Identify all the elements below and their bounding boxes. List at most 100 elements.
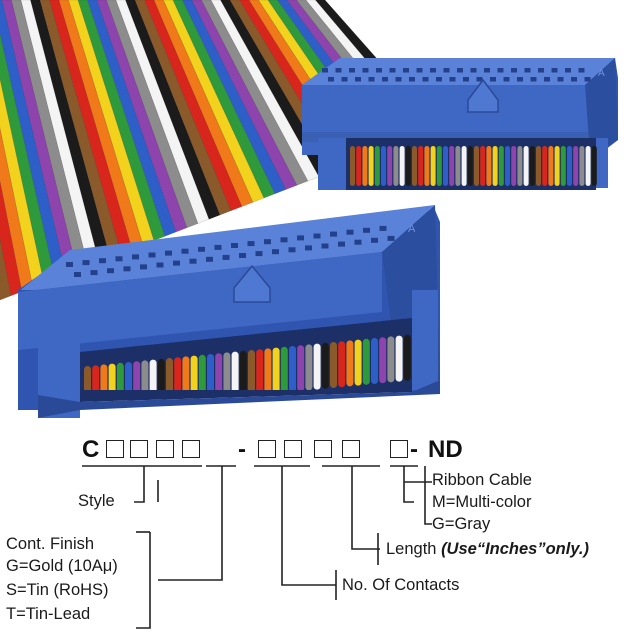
wire-end xyxy=(374,146,380,186)
contact-hole xyxy=(430,68,436,73)
label-finish-tin: S=Tin (RoHS) xyxy=(6,581,109,599)
contact-hole xyxy=(395,77,402,82)
contact-hole xyxy=(422,77,429,82)
label-ribbon-cable: Ribbon Cable xyxy=(432,471,532,489)
wire-end xyxy=(248,350,255,390)
contact-hole xyxy=(165,250,172,256)
wire-end xyxy=(108,363,116,390)
contact-hole xyxy=(362,68,369,73)
wire-end xyxy=(264,348,272,390)
contact-hole xyxy=(297,235,304,241)
contact-hole xyxy=(140,264,147,270)
part-number-prefix: C xyxy=(82,436,100,463)
wire-end xyxy=(567,146,572,186)
wire-end xyxy=(354,339,362,386)
label-gray: G=Gray xyxy=(432,515,491,533)
wire-end xyxy=(256,349,264,390)
contact-hole xyxy=(156,262,164,268)
wire-end xyxy=(387,336,395,383)
wire-end xyxy=(321,342,329,389)
label-contacts: No. Of Contacts xyxy=(342,576,460,594)
wire-end xyxy=(523,146,529,186)
contact-hole xyxy=(341,77,348,82)
contact-hole xyxy=(272,249,279,255)
wire-end xyxy=(573,146,579,186)
label-style: Style xyxy=(78,492,115,510)
contact-hole xyxy=(206,256,213,262)
wire-end xyxy=(511,146,517,186)
wire-end xyxy=(424,146,430,186)
contact-hole xyxy=(148,252,156,258)
wire-end xyxy=(474,146,479,186)
wire-end xyxy=(289,346,296,390)
wire-end xyxy=(362,338,370,385)
contact-hole xyxy=(280,237,288,243)
wire-end xyxy=(399,146,405,186)
wire-end xyxy=(190,355,198,390)
label-finish-gold: G=Gold (10Aμ) xyxy=(6,557,118,575)
wire-end xyxy=(141,360,149,390)
contact-hole xyxy=(376,68,382,73)
contact-hole xyxy=(338,241,345,247)
wire-end xyxy=(542,146,548,186)
code-slot-cable xyxy=(390,440,408,458)
contact-hole xyxy=(389,68,396,73)
wire-end xyxy=(480,146,486,186)
contact-hole xyxy=(476,77,483,82)
wire-end xyxy=(182,356,190,390)
wire-end xyxy=(371,338,378,384)
contact-hole xyxy=(247,241,255,247)
wire-end xyxy=(125,362,132,390)
label-finish-title: Cont. Finish xyxy=(6,535,95,553)
wire-end xyxy=(449,146,455,186)
contact-hole xyxy=(107,268,114,274)
contact-hole xyxy=(449,77,456,82)
wire-end xyxy=(412,146,417,186)
wire-end xyxy=(455,146,461,186)
wire-end xyxy=(297,345,305,390)
code-slot-contacts-2 xyxy=(258,440,276,458)
contact-hole xyxy=(538,68,544,73)
wire-end xyxy=(198,354,206,390)
label-length-note: (Use“Inches”only.) xyxy=(441,540,589,558)
contact-hole xyxy=(198,246,205,252)
contact-hole xyxy=(490,77,496,82)
front-connector: A xyxy=(18,205,440,418)
contact-hole xyxy=(578,68,585,73)
wire-end xyxy=(529,146,535,186)
contact-hole xyxy=(90,270,98,276)
contact-hole xyxy=(322,68,328,73)
wire-end xyxy=(239,350,247,390)
wire-end xyxy=(548,146,554,186)
contact-hole xyxy=(387,235,395,241)
contact-hole xyxy=(457,68,463,73)
code-slot-style xyxy=(106,440,124,458)
wire-end xyxy=(393,146,399,186)
contact-hole xyxy=(544,77,550,82)
wire-end xyxy=(443,146,448,186)
wire-end xyxy=(313,343,321,390)
contact-hole xyxy=(551,68,558,73)
contact-hole xyxy=(511,68,517,73)
wire-end xyxy=(498,146,504,186)
contact-hole xyxy=(313,233,321,239)
wire-end xyxy=(166,358,173,390)
contact-hole xyxy=(74,272,81,277)
contact-hole xyxy=(335,68,342,73)
wire-end xyxy=(116,362,124,390)
contact-hole xyxy=(330,231,337,237)
contact-hole xyxy=(115,256,123,262)
code-slot-contacts-1 xyxy=(156,440,174,458)
wire-end xyxy=(330,342,337,388)
code-slot-style-2 xyxy=(130,440,148,458)
contact-hole xyxy=(349,68,355,73)
wire-end xyxy=(395,335,403,382)
wire-end xyxy=(591,146,597,186)
contact-hole xyxy=(470,68,477,73)
contact-hole xyxy=(355,77,361,82)
wire-end xyxy=(223,352,231,390)
contact-hole xyxy=(571,77,577,82)
contact-hole xyxy=(517,77,523,82)
contact-hole xyxy=(321,243,329,249)
wire-end xyxy=(467,146,473,186)
